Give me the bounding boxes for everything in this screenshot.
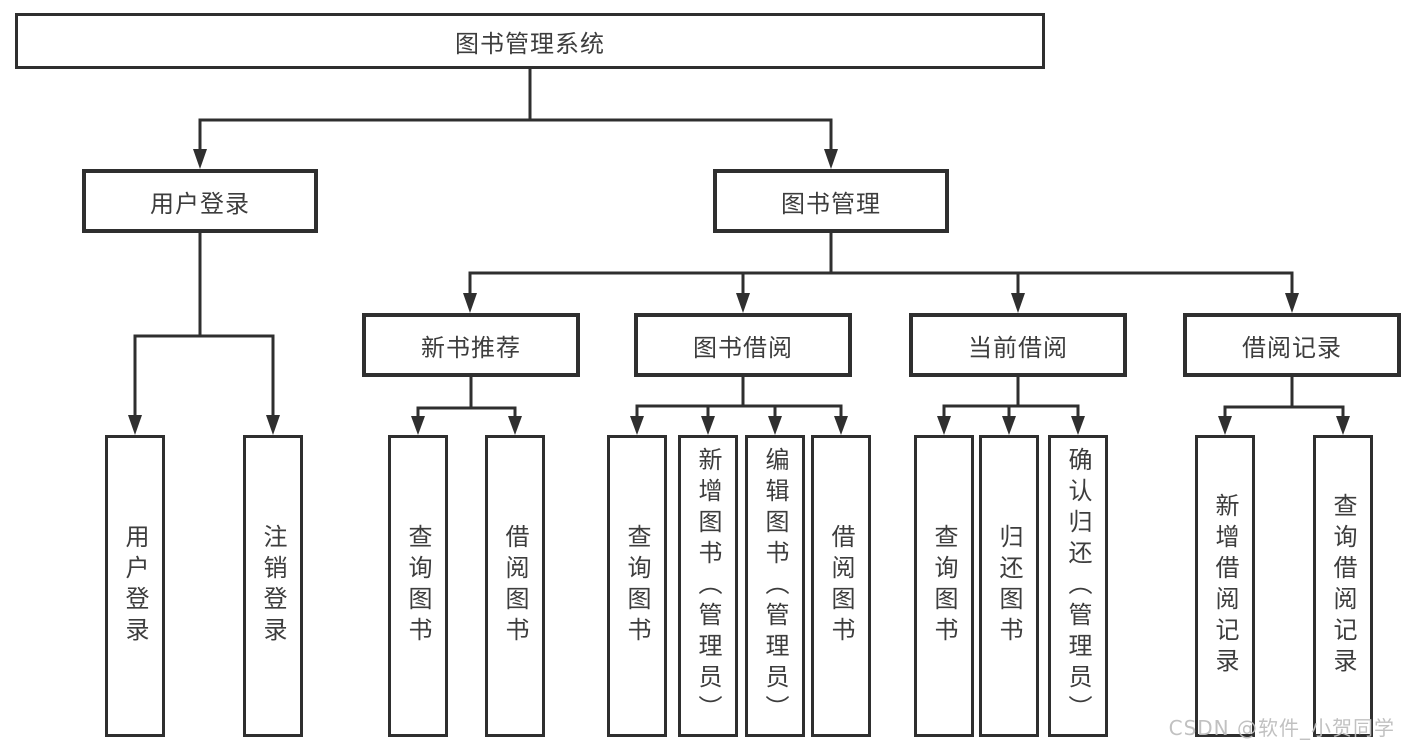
leaf-borrow-books: 借阅图书 (811, 435, 871, 737)
node-user-login: 用户登录 (82, 169, 318, 233)
leaf-query-books-current: 查询图书 (914, 435, 974, 737)
node-book-borrow: 图书借阅 (634, 313, 852, 377)
node-current-borrow: 当前借阅 (909, 313, 1127, 377)
leaf-user-login: 用户登录 (105, 435, 165, 737)
leaf-query-books-borrow: 查询图书 (607, 435, 667, 737)
leaf-query-borrow-record: 查询借阅记录 (1313, 435, 1373, 737)
node-new-book-recommend: 新书推荐 (362, 313, 580, 377)
leaf-edit-book-admin: 编辑图书（管理员） (745, 435, 805, 737)
leaf-add-borrow-record: 新增借阅记录 (1195, 435, 1255, 737)
leaf-return-book: 归还图书 (979, 435, 1039, 737)
node-borrow-records: 借阅记录 (1183, 313, 1401, 377)
node-root-library-system: 图书管理系统 (15, 13, 1045, 69)
node-book-management: 图书管理 (713, 169, 949, 233)
leaf-logout: 注销登录 (243, 435, 303, 737)
leaf-confirm-return-admin: 确认归还（管理员） (1048, 435, 1108, 737)
leaf-add-book-admin: 新增图书（管理员） (678, 435, 738, 737)
watermark: CSDN @软件_小贺同学 (1168, 716, 1395, 740)
leaf-query-books-recommend: 查询图书 (388, 435, 448, 737)
leaf-borrow-books-recommend: 借阅图书 (485, 435, 545, 737)
